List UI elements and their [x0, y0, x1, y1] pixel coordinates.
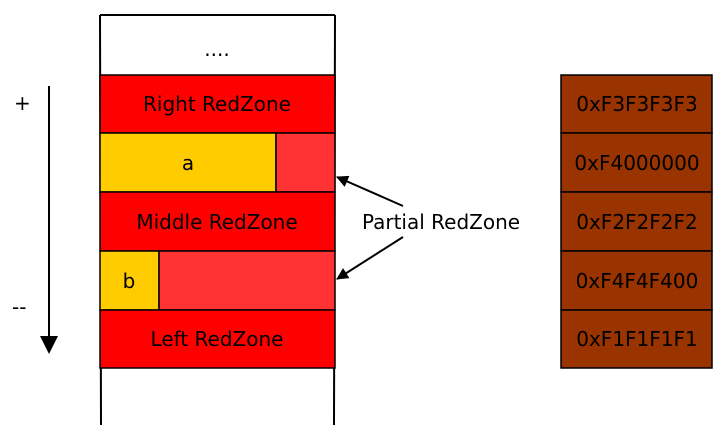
minus-label: --	[12, 295, 26, 319]
shadow-cell-3	[560, 191, 713, 252]
left-redzone-block	[99, 309, 336, 369]
shadow-memory-column: 0xF3F3F3F3 0xF4000000 0xF2F2F2F2 0xF4F4F…	[560, 74, 713, 369]
plus-label: +	[14, 91, 31, 115]
partial-arrow-lower	[336, 236, 404, 280]
middle-redzone-block	[99, 191, 336, 252]
partial-redzone-b-block	[158, 250, 336, 311]
shadow-cell-5	[560, 309, 713, 369]
shadow-value-5: 0xF1F1F1F1	[576, 327, 697, 351]
right-redzone-block	[99, 74, 336, 134]
partial-redzone-a-block	[275, 132, 336, 193]
stack-direction-indicator: + --	[12, 86, 58, 354]
variable-b-block	[99, 250, 160, 311]
variable-a-label: a	[182, 151, 194, 175]
partial-redzone-annotation: Partial RedZone	[336, 175, 520, 280]
stack-frame: .... Right RedZone a Middle RedZone b Le…	[99, 14, 336, 426]
shadow-cell-2	[560, 132, 713, 193]
shadow-value-3: 0xF2F2F2F2	[576, 210, 697, 234]
shadow-value-2: 0xF4000000	[574, 151, 699, 175]
shadow-cell-1	[560, 74, 713, 134]
direction-arrow-head	[40, 336, 58, 354]
shadow-value-4: 0xF4F4F400	[576, 269, 699, 293]
right-redzone-label: Right RedZone	[143, 92, 291, 116]
left-redzone-label: Left RedZone	[151, 327, 284, 351]
partial-arrow-upper	[336, 175, 404, 207]
middle-redzone-label: Middle RedZone	[136, 210, 297, 234]
variable-b-label: b	[123, 269, 136, 293]
stack-ellipsis: ....	[204, 37, 229, 61]
partial-redzone-label: Partial RedZone	[362, 210, 520, 234]
shadow-cell-4	[560, 250, 713, 311]
shadow-value-1: 0xF3F3F3F3	[576, 92, 697, 116]
